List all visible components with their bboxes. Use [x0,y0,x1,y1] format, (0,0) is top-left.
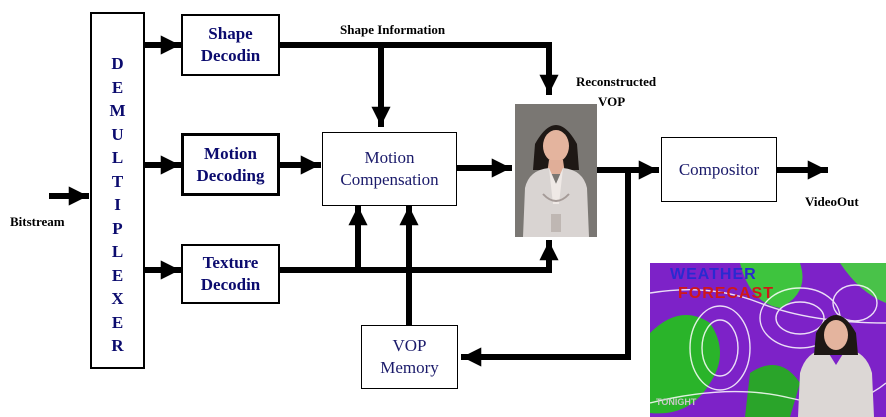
demultiplexer-block: D E M U L T I P L E X E R [90,12,145,369]
demultiplexer-label: D E M U L T I P L E X E R [109,54,126,355]
presenter-figure-icon [515,104,597,237]
reconstructed-vop-image [515,104,597,237]
motion-decoding-block: Motion Decoding [181,133,280,196]
shape-information-label: Shape Information [340,22,446,37]
weather-subtitle: FORECAST [678,285,774,302]
shape-decoding-block: Shape Decodin [181,14,280,76]
motion-compensation-block: Motion Compensation [322,132,457,206]
bitstream-label: Bitstream [10,214,65,229]
video-out-label: VideoOut [805,194,859,209]
reconstructed-vop-label: Reconstructed VOP [576,74,657,109]
texture-decoding-block: Texture Decodin [181,244,280,304]
weather-caption: TONIGHT [656,397,697,407]
weather-forecast-output-image: WEATHER FORECAST TONIGHT [650,263,886,417]
vop-memory-block: VOP Memory [361,325,458,389]
compositor-block: Compositor [661,137,777,202]
weather-map-icon [650,263,886,417]
weather-title: WEATHER [670,266,757,283]
